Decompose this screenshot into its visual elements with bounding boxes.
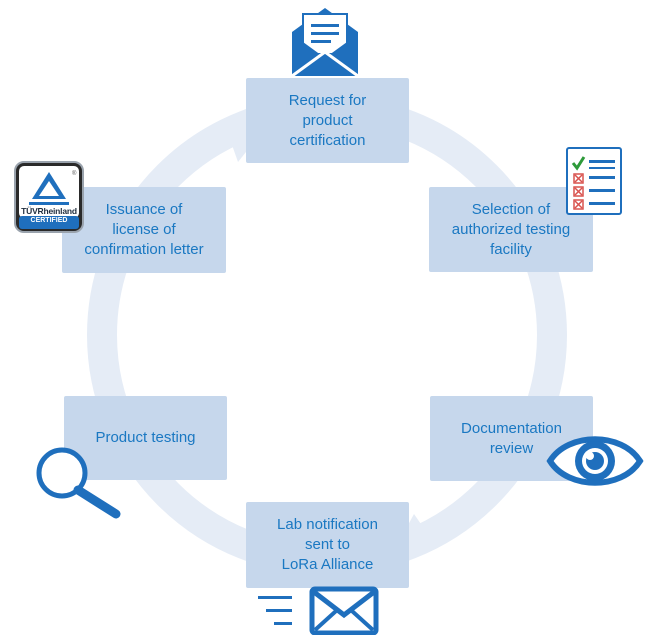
step-license-issuance: Issuance of license of confirmation lett… [62,187,226,273]
cycle-ring [87,95,567,575]
step-label: Selection of authorized testing facility [451,200,571,258]
checklist-icon [566,147,622,215]
step-select-testing-facility: Selection of authorized testing facility [429,187,593,272]
badge-certified-text: CERTIFIED [30,217,68,224]
step-label: Issuance of license of confirmation lett… [84,201,204,258]
fast-mail-icon [258,586,379,635]
step-product-testing: Product testing [64,396,227,480]
magnifier-icon [36,447,121,519]
svg-text:®: ® [72,170,77,177]
step-request-certification: Request for product certification [246,78,409,163]
step-lab-notification: Lab notification sent to LoRa Alliance [246,502,409,588]
eye-icon [546,436,644,486]
step-label: Lab notification sent to LoRa Alliance [277,516,378,573]
badge-brand-text: TÜVRheinland [21,206,77,216]
step-label: Product testing [95,429,196,446]
step-label: Request for product certification [288,91,367,149]
open-envelope-icon [291,8,359,78]
tuv-certified-badge-icon: ® TÜVRheinland CERTIFIED [14,161,84,233]
step-label: Documentation review [461,419,562,457]
badge-shape: ® [14,161,84,233]
